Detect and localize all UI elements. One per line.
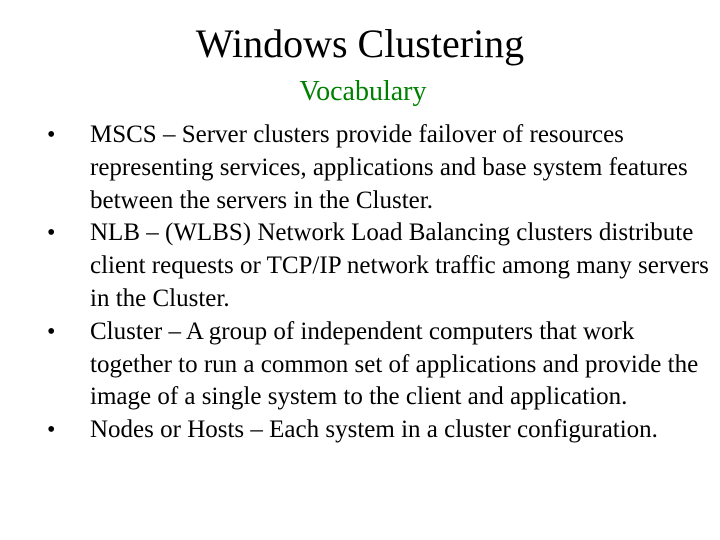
bullet-text: MSCS – Server clusters provide failover … [90,121,688,214]
bullet-text: Cluster – A group of independent compute… [90,317,699,411]
bullet-icon: • [47,122,56,148]
bullet-item-nodes: • Nodes or Hosts – Each system in a clus… [0,414,720,447]
bullet-text: Nodes or Hosts – Each system in a cluste… [90,416,658,444]
bullet-icon: • [47,318,56,345]
bullet-text: NLB – (WLBS) Network Load Balancing clus… [90,219,709,312]
bullet-list: • MSCS – Server clusters provide failove… [0,119,720,447]
bullet-icon: • [47,220,56,247]
bullet-item-nlb: • NLB – (WLBS) Network Load Balancing cl… [0,217,720,315]
bullet-item-cluster: • Cluster – A group of independent compu… [0,316,720,414]
slide-title: Windows Clustering [195,21,525,66]
slide-subtitle: Vocabulary [299,76,427,107]
bullet-item-mscs: • MSCS – Server clusters provide failove… [0,119,720,217]
bullet-icon: • [47,417,56,444]
